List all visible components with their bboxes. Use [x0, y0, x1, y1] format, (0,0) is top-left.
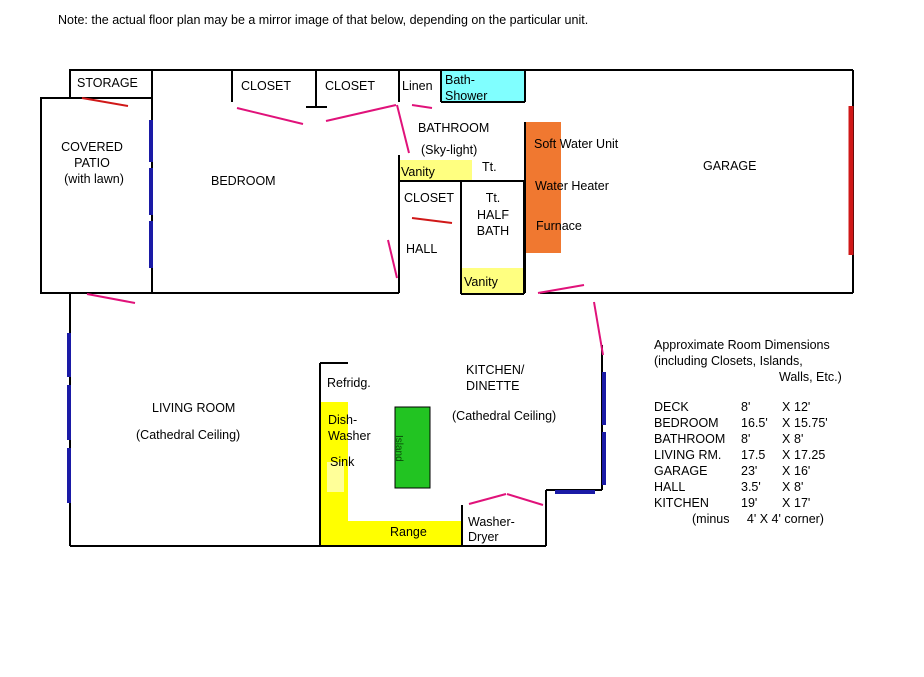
room-name: KITCHEN	[654, 496, 709, 510]
doors	[86, 104, 604, 506]
room-length: 16'	[794, 464, 811, 478]
hall-label: HALL	[406, 242, 438, 256]
times-sign: X	[782, 480, 791, 494]
dimension-row: DECK 8' X 12'	[654, 399, 842, 415]
room-length: 12'	[794, 400, 811, 414]
soft-water-label: Soft Water Unit	[534, 137, 619, 151]
dimensions-title-2: (including Closets, Islands,	[654, 354, 803, 368]
half-bath-label-3: BATH	[476, 224, 510, 238]
room-name: GARAGE	[654, 464, 708, 478]
times-sign: X	[782, 496, 791, 510]
refrigerator-label: Refridg.	[327, 376, 371, 390]
skylight-label: (Sky-light)	[421, 143, 478, 157]
covered-patio-label-1: COVERED	[61, 140, 123, 154]
furnace-label: Furnace	[536, 219, 582, 233]
dimension-row: HALL 3.5' X 8'	[654, 479, 842, 495]
vanity-label-2: Vanity	[464, 275, 498, 289]
room-width: 3.5'	[741, 480, 761, 494]
room-length: 8'	[794, 432, 804, 446]
covered-patio-label-3: (with lawn)	[64, 172, 124, 186]
dishwasher-label-1: Dish-	[328, 413, 358, 427]
covered-patio-label-2: PATIO	[74, 156, 110, 170]
living-cathedral-label: (Cathedral Ceiling)	[136, 428, 241, 442]
kitchen-label-2: DINETTE	[466, 379, 520, 393]
room-length: 8'	[794, 480, 804, 494]
washer-dryer-label-1: Washer-	[468, 515, 515, 529]
counter-left-light	[327, 462, 344, 492]
room-name: DECK	[654, 400, 689, 414]
island-label: Island	[393, 435, 404, 462]
washer-dryer-label-2: Dryer	[468, 530, 499, 544]
dimension-row: BATHROOM 8' X 8'	[654, 431, 842, 447]
kitchen-dimension-note: (minus 4' X 4' corner)	[654, 511, 842, 527]
room-dimensions: Approximate Room Dimensions (including C…	[654, 337, 842, 527]
room-width: 19'	[741, 496, 758, 510]
vanity-bath-fill	[399, 160, 472, 181]
room-width: 8'	[741, 432, 751, 446]
living-room-label: LIVING ROOM	[152, 401, 236, 415]
floor-plan-note: Note: the actual floor plan may be a mir…	[58, 13, 589, 27]
kitchen-label-1: KITCHEN/	[466, 363, 525, 377]
room-width: 23'	[741, 464, 758, 478]
half-bath-label-2: HALF	[477, 208, 509, 222]
counter-bottom-fill	[321, 521, 462, 546]
bedroom-label: BEDROOM	[211, 174, 276, 188]
kitchen-note-part-1: (minus	[692, 512, 730, 526]
times-sign: X	[782, 448, 791, 462]
toilet-label-1: Tt.	[482, 160, 497, 174]
linen-label: Linen	[402, 79, 433, 93]
room-name: BEDROOM	[654, 416, 719, 430]
dimension-row: KITCHEN 19' X 17'	[654, 495, 842, 511]
room-length: 17'	[794, 496, 811, 510]
closet-doors	[81, 97, 453, 224]
room-name: BATHROOM	[654, 432, 726, 446]
walls	[40, 69, 854, 547]
vanity-label-1: Vanity	[401, 165, 435, 179]
times-sign: X	[782, 432, 791, 446]
closet-label-3: CLOSET	[404, 191, 455, 205]
times-sign: X	[782, 416, 791, 430]
windows	[67, 120, 606, 503]
times-sign: X	[782, 400, 791, 414]
room-width: 8'	[741, 400, 751, 414]
bath-shower-fill	[441, 70, 525, 102]
range-label: Range	[390, 525, 427, 539]
storage-label: STORAGE	[77, 76, 138, 90]
bathroom-label: BATHROOM	[418, 121, 490, 135]
room-name: LIVING RM.	[654, 448, 722, 462]
island-fill	[394, 406, 431, 489]
kitchen-note-part-4: corner)	[784, 512, 824, 526]
kitchen-note-part-3: 4'	[771, 512, 781, 526]
room-name: HALL	[654, 480, 686, 494]
dimensions-title-3: Walls, Etc.)	[779, 370, 842, 384]
closet-label-1: CLOSET	[241, 79, 292, 93]
dimension-row: GARAGE 23' X 16'	[654, 463, 842, 479]
times-sign: X	[759, 512, 769, 526]
dimensions-title-1: Approximate Room Dimensions	[654, 338, 830, 352]
bath-shower-label-1: Bath-	[445, 73, 475, 87]
dishwasher-label-2: Washer	[328, 429, 371, 443]
half-bath-label-1: Tt.	[485, 191, 501, 205]
room-length: 15.75'	[794, 416, 828, 430]
garage-label: GARAGE	[703, 159, 757, 173]
room-width: 17.5	[741, 448, 766, 462]
water-heater-label: Water Heater	[535, 179, 609, 193]
dimension-row: LIVING RM. 17.5 X 17.25	[654, 447, 842, 463]
room-length: 17.25	[794, 448, 826, 462]
vanity-half-bath-fill	[461, 268, 524, 294]
closet-label-2: CLOSET	[325, 79, 376, 93]
room-width: 16.5'	[741, 416, 768, 430]
kitchen-cathedral-label: (Cathedral Ceiling)	[452, 409, 557, 423]
sink-label: Sink	[330, 455, 355, 469]
times-sign: X	[782, 464, 791, 478]
dimension-row: BEDROOM 16.5' X 15.75'	[654, 415, 842, 431]
kitchen-note-part-2: 4'	[746, 512, 757, 526]
bath-shower-label-2: Shower	[445, 89, 488, 103]
utility-fill	[526, 122, 561, 253]
